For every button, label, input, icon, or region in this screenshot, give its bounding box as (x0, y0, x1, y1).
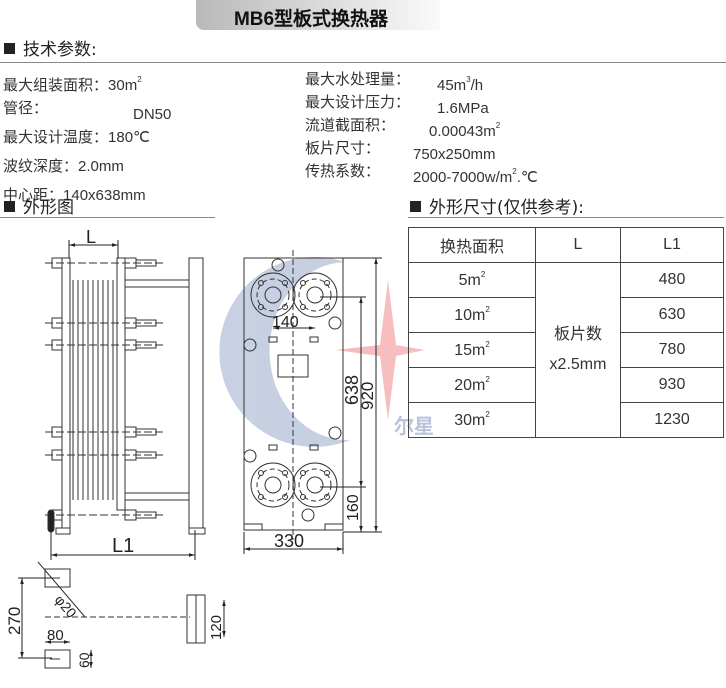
dim-label-L1: L1 (112, 535, 134, 557)
area-cell: 20m2 (408, 367, 536, 403)
param-value: 750x250mm (413, 146, 496, 163)
param-label: 中心距： (3, 186, 64, 204)
header-L1: L1 (620, 227, 724, 263)
param-row: 最大设计温度：180℃ (3, 120, 150, 149)
section-title: 外形图 (23, 198, 74, 218)
param-row: 流道截面积： 0.00043m2 (305, 114, 500, 140)
param-label: 管径： (3, 99, 49, 117)
param-label: 波纹深度： (3, 157, 79, 175)
dim-label-L: L (86, 227, 96, 247)
dim-label-80: 80 (47, 627, 64, 644)
area-cell: 30m2 (408, 402, 536, 438)
L1-cell: 780 (620, 332, 724, 368)
dim-label-120: 120 (208, 615, 225, 640)
param-row: 最大水处理量： 45m3/h (305, 68, 483, 94)
header-L: L (535, 227, 621, 263)
table-row: 20m2 930 (408, 367, 724, 403)
area-cell: 15m2 (408, 332, 536, 368)
param-value: 2.0mm (78, 158, 124, 175)
table-header-row: 换热面积 L L1 (408, 227, 724, 263)
L1-cell: 630 (620, 297, 724, 333)
side-view (45, 257, 206, 535)
section-title: 技术参数: (23, 40, 97, 60)
param-row: 波纹深度：2.0mm (3, 149, 150, 178)
L1-cell: 930 (620, 367, 724, 403)
param-label: 最大设计温度： (3, 128, 109, 146)
area-cell: 10m2 (408, 297, 536, 333)
divider (0, 217, 215, 218)
square-bullet-icon (410, 201, 421, 212)
dim-label-638: 638 (342, 375, 362, 405)
table-row: 30m2 1230 (408, 402, 724, 438)
param-value: 2000-7000w/m2.℃ (413, 167, 538, 186)
param-value: DN50 (133, 106, 172, 123)
param-label: 最大设计压力： (305, 93, 411, 111)
dim-label-270: 270 (5, 607, 24, 635)
param-row: 传热系数： 2000-7000w/m2.℃ (305, 160, 538, 186)
params-right: 最大水处理量： 45m3/h 最大设计压力： 1.6MPa 流道截面积： 0.00043m… (305, 68, 538, 186)
param-value: 180℃ (108, 129, 150, 146)
param-value: 1.6MPa (437, 100, 489, 117)
dim-label-140: 140 (272, 314, 299, 331)
title-bar (196, 0, 440, 30)
param-value: 140x638mm (63, 187, 146, 204)
param-value: 30m2 (108, 75, 142, 94)
param-row: 中心距：140x638mm (3, 178, 150, 207)
param-label: 最大水处理量： (305, 70, 411, 88)
param-value: 0.00043m2 (429, 121, 501, 140)
section-tech-params: 技术参数: (4, 35, 97, 60)
dim-label-60: 60 (76, 652, 92, 668)
divider (408, 217, 724, 218)
param-label: 传热系数： (305, 162, 381, 180)
dim-label-160: 160 (345, 494, 362, 521)
area-cell: 5m2 (408, 262, 536, 298)
section-outline-drawing: 外形图 (4, 193, 74, 218)
param-label: 板片尺寸： (305, 139, 381, 157)
param-row: 最大组装面积：30m2 (3, 68, 150, 97)
divider (0, 62, 726, 63)
L1-cell: 1230 (620, 402, 724, 438)
page-title: MB6型板式换热器 (233, 9, 389, 30)
square-bullet-icon (4, 201, 15, 212)
section-outline-dims: 外形尺寸(仅供参考): (410, 193, 584, 218)
front-view (243, 250, 344, 540)
param-label: 流道截面积： (305, 116, 396, 134)
square-bullet-icon (4, 43, 15, 54)
L1-cell: 480 (620, 262, 724, 298)
header-area: 换热面积 (408, 227, 536, 263)
section-title: 外形尺寸(仅供参考): (429, 198, 584, 218)
param-label: 最大组装面积： (3, 76, 109, 94)
param-row: 最大设计压力： 1.6MPa (305, 91, 489, 117)
dim-label-330: 330 (274, 531, 304, 551)
param-row: 板片尺寸： 750x250mm (305, 137, 496, 163)
foot-detail (37, 561, 206, 669)
dim-label-920: 920 (358, 382, 377, 410)
param-row: 管径： DN50 (3, 97, 171, 123)
param-value: 45m3/h (437, 75, 484, 94)
